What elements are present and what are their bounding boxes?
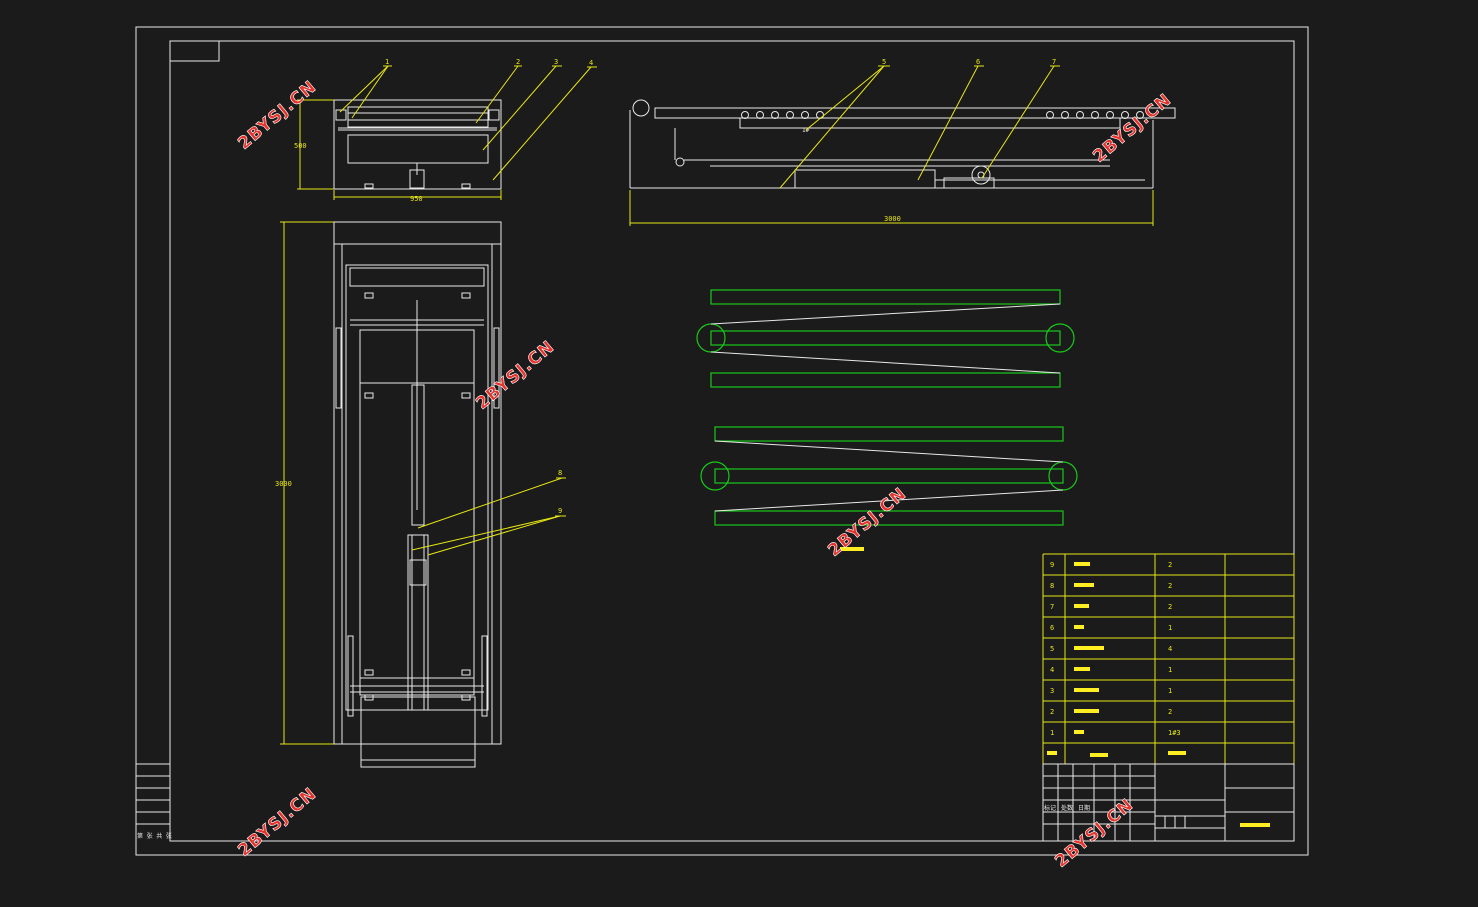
belt-schematic-lower bbox=[700, 426, 1078, 551]
callout-2: 2 bbox=[516, 58, 520, 66]
bolt-marks bbox=[335, 292, 500, 717]
parts-header-mark bbox=[1090, 753, 1108, 757]
frame-note: 第 张 共 张 bbox=[137, 832, 172, 840]
callout-8: 8 bbox=[558, 469, 562, 477]
parts-row-qty: 2 bbox=[1168, 582, 1172, 590]
parts-row-no: 4 bbox=[1050, 666, 1054, 674]
parts-row-no: 3 bbox=[1050, 687, 1054, 695]
callout-6: 6 bbox=[976, 58, 980, 66]
parts-row-qty: 1 bbox=[1168, 624, 1172, 632]
parts-row-name-mark bbox=[1074, 625, 1084, 629]
end-view: 950 500 1 2 3 4 bbox=[294, 58, 597, 203]
parts-row-name-mark bbox=[1074, 583, 1094, 587]
parts-header-mark bbox=[1168, 751, 1186, 755]
rollers bbox=[741, 111, 1144, 119]
plan-view: 3000 8 9 bbox=[275, 221, 566, 768]
callout-1: 1 bbox=[385, 58, 389, 66]
parts-row-qty: 4 bbox=[1168, 645, 1172, 653]
tb-label-1: 标记 bbox=[1044, 804, 1056, 812]
watermark-4: 2BYSJ.CN bbox=[824, 484, 910, 561]
watermarks: 2BYSJ.CN 2BYSJ.CN 2BYSJ.CN 2BYSJ.CN 2BYS… bbox=[234, 77, 1176, 873]
parts-row-no: 5 bbox=[1050, 645, 1054, 653]
watermark-2: 2BYSJ.CN bbox=[472, 337, 558, 414]
sheet-frame: 第 张 共 张 bbox=[135, 26, 1309, 856]
parts-row-qty: 2 bbox=[1168, 603, 1172, 611]
parts-header-mark bbox=[1047, 751, 1057, 755]
tb-label-2: 处数 bbox=[1061, 804, 1073, 812]
side-label: 1# bbox=[802, 127, 810, 134]
title-block: 标记 处数 日期 bbox=[1042, 763, 1295, 842]
parts-row-qty: 2 bbox=[1168, 561, 1172, 569]
tb-label-3: 日期 bbox=[1078, 804, 1090, 812]
parts-row-qty: 1 bbox=[1168, 666, 1172, 674]
callout-3: 3 bbox=[554, 58, 558, 66]
parts-row-name-mark bbox=[1074, 646, 1104, 650]
dim-top-height: 500 bbox=[294, 142, 307, 150]
parts-row: 1 1#3 bbox=[1050, 729, 1181, 737]
parts-row-name-mark bbox=[1074, 562, 1090, 566]
belt-schematic-upper bbox=[696, 289, 1075, 388]
watermark-1: 2BYSJ.CN bbox=[234, 77, 320, 154]
callout-4: 4 bbox=[589, 59, 593, 67]
parts-row-qty: 1#3 bbox=[1168, 729, 1181, 737]
watermark-5: 2BYSJ.CN bbox=[234, 784, 320, 861]
dim-top-width: 950 bbox=[410, 195, 423, 203]
parts-row-name-mark bbox=[1074, 667, 1090, 671]
parts-row-qty: 1 bbox=[1168, 687, 1172, 695]
parts-row-name-mark bbox=[1074, 709, 1099, 713]
callout-5: 5 bbox=[882, 58, 886, 66]
parts-row-qty: 2 bbox=[1168, 708, 1172, 716]
callout-7: 7 bbox=[1052, 58, 1056, 66]
parts-row-name-mark bbox=[1074, 730, 1084, 734]
parts-row-no: 6 bbox=[1050, 624, 1054, 632]
parts-row-name-mark bbox=[1074, 688, 1099, 692]
callout-9: 9 bbox=[558, 507, 562, 515]
parts-row-no: 1 bbox=[1050, 729, 1054, 737]
parts-row-no: 2 bbox=[1050, 708, 1054, 716]
parts-row-name-mark bbox=[1074, 604, 1089, 608]
parts-row-no: 8 bbox=[1050, 582, 1054, 590]
side-elevation: 1# 3000 5 6 7 bbox=[629, 58, 1176, 226]
parts-row-no: 9 bbox=[1050, 561, 1054, 569]
parts-row-no: 7 bbox=[1050, 603, 1054, 611]
dim-side-length: 3000 bbox=[884, 215, 901, 223]
dim-plan-length: 3000 bbox=[275, 480, 292, 488]
